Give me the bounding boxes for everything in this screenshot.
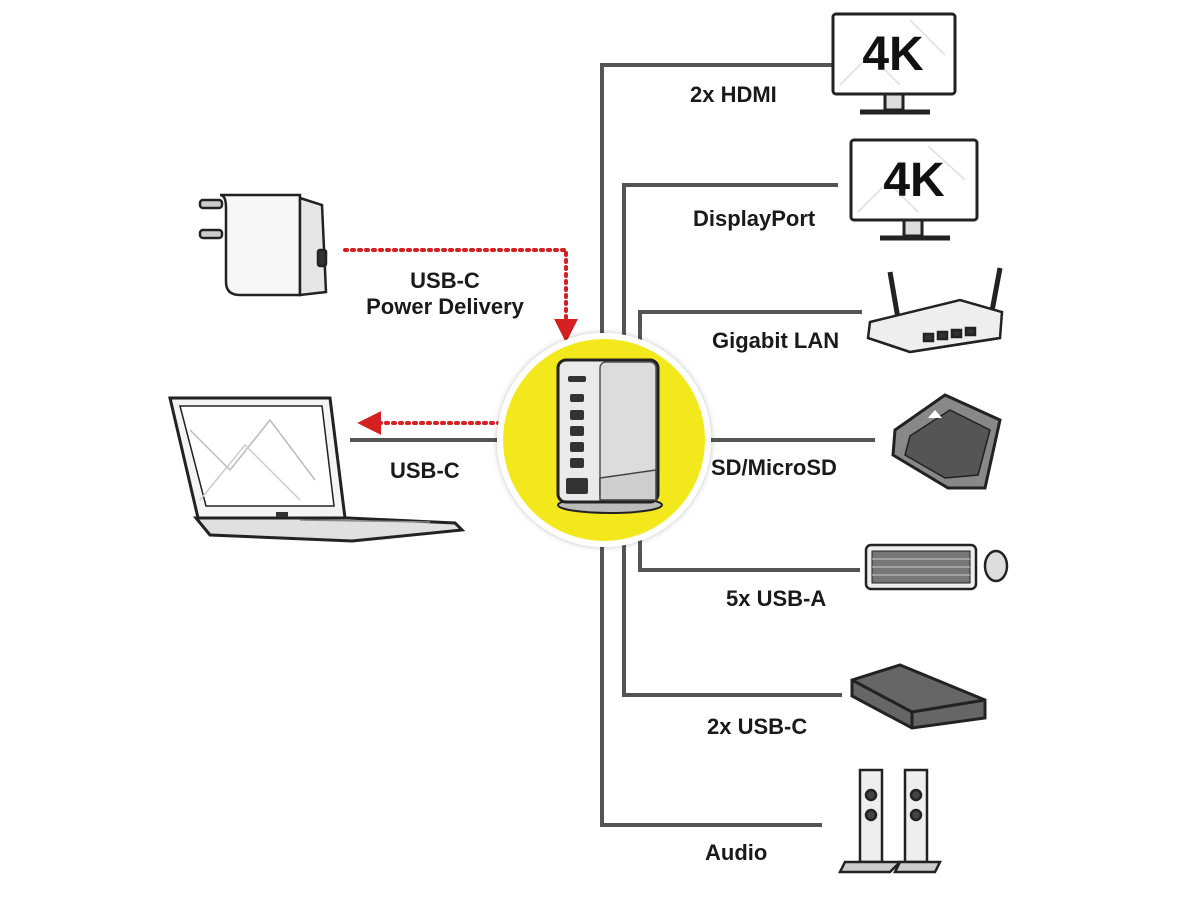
hdmi-monitor-label: 4K — [862, 28, 924, 81]
hub — [497, 333, 711, 547]
speakers-icon — [837, 768, 943, 874]
power-arrow — [343, 248, 578, 343]
power-label-line1: USB-C — [410, 268, 480, 293]
power-adapter-icon — [198, 193, 328, 297]
line-usbc — [622, 530, 842, 697]
line-audio — [600, 530, 822, 827]
laptop-icon — [168, 396, 466, 543]
router-icon — [866, 267, 1004, 354]
output-label-lan: Gigabit LAN — [712, 328, 840, 353]
power-label: USB-C Power Delivery — [340, 268, 550, 320]
host-usbc-label: USB-C — [390, 458, 460, 483]
output-label-sd: SD/MicroSD — [711, 455, 837, 480]
output-label-usba: 5x USB-A — [726, 586, 827, 611]
sd-card-icon — [891, 393, 1002, 490]
output-label-audio: Audio — [705, 840, 768, 865]
output-label-displayport: DisplayPort — [693, 206, 816, 231]
displayport-monitor-label: 4K — [883, 154, 945, 207]
line-displayport — [622, 183, 838, 390]
dock-icon — [556, 358, 663, 514]
power-label-line2: Power Delivery — [366, 294, 524, 319]
output-label-usbc: 2x USB-C — [707, 714, 808, 739]
output-label-hdmi: 2x HDMI — [690, 82, 777, 107]
keyboard-mouse-icon — [864, 543, 1009, 591]
external-drive-icon — [850, 663, 987, 730]
monitor-hdmi-icon — [831, 12, 957, 115]
line-usba — [638, 530, 860, 572]
monitor-displayport-icon — [849, 138, 979, 241]
power-arrows — [343, 248, 578, 435]
line-hdmi — [600, 63, 835, 390]
